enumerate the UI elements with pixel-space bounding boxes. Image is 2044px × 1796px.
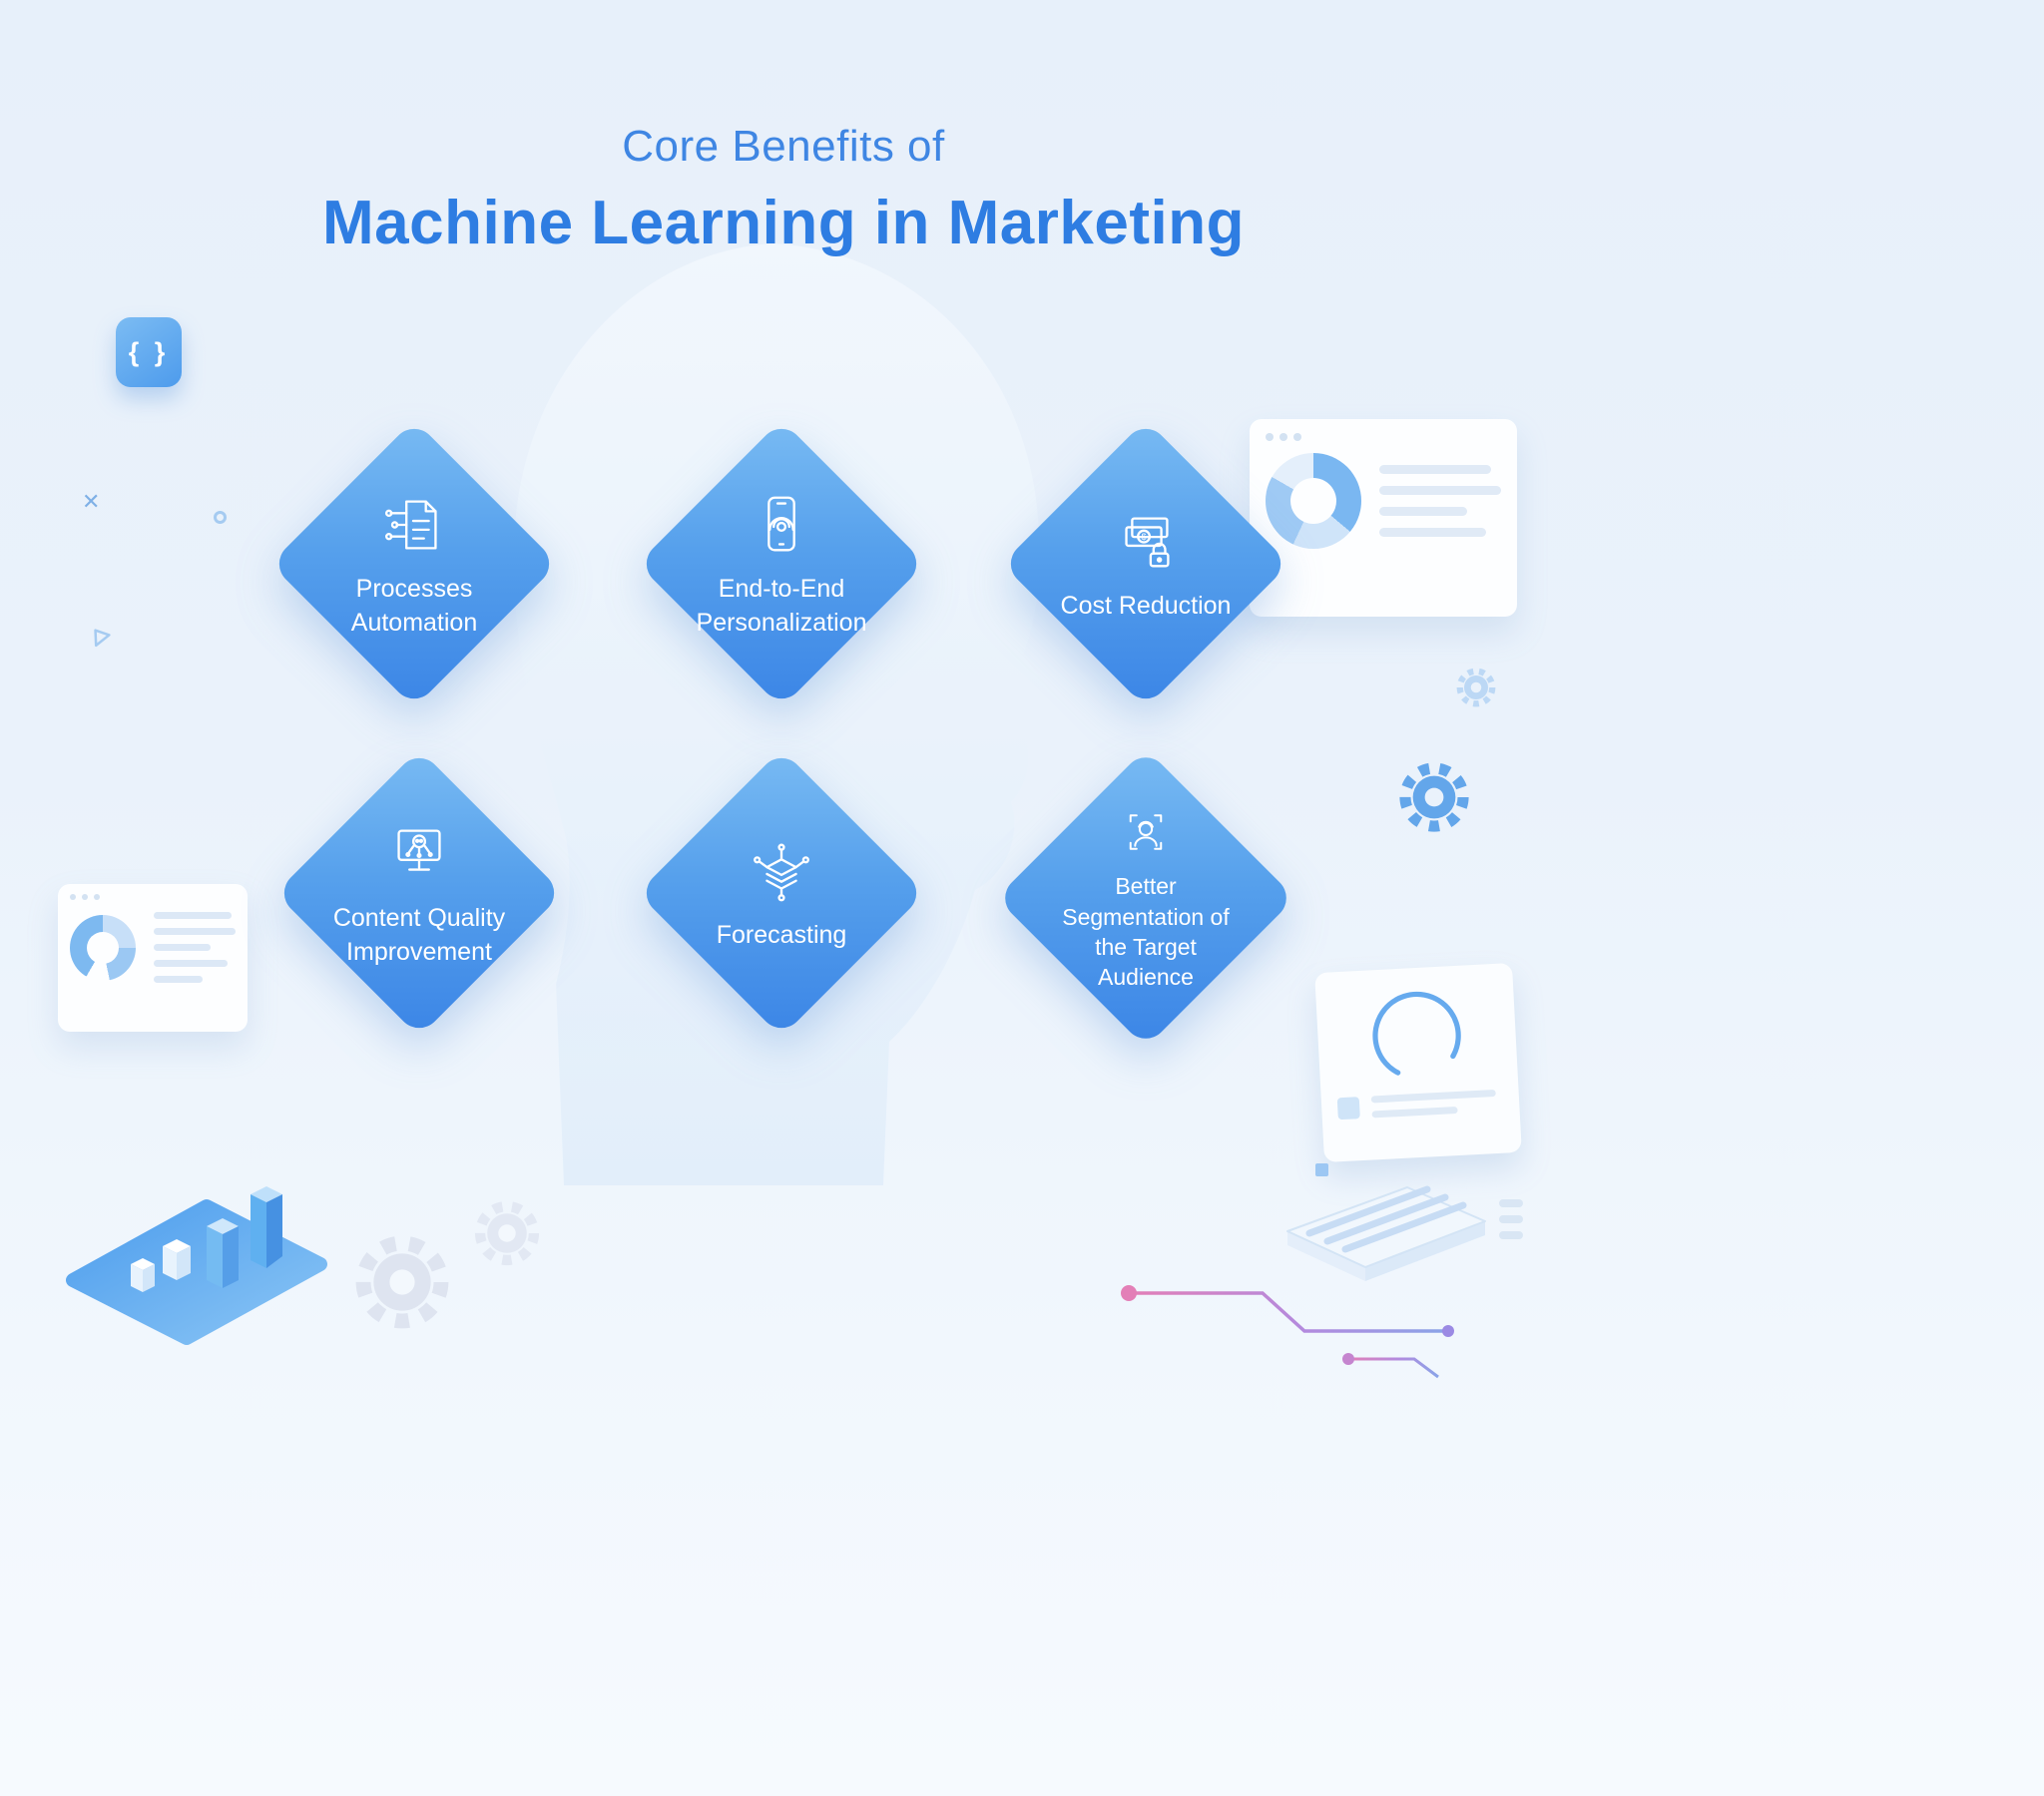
triangle-decoration (94, 629, 111, 648)
title-subline: Core Benefits of (622, 122, 945, 171)
card-label: Content Quality Improvement (332, 903, 506, 967)
monitor-illustration (1314, 962, 1522, 1163)
benefit-card-personalization: End-to-End Personalization (637, 419, 926, 708)
card-label: Processes Automation (350, 574, 478, 638)
gear-icon-small (1456, 668, 1496, 707)
x-mark-decoration: ✕ (82, 489, 101, 514)
monitor-ai-icon (397, 828, 441, 871)
list-bars (1499, 1199, 1523, 1239)
benefit-card-forecasting: Forecasting (637, 748, 926, 1038)
window-controls (1266, 433, 1501, 441)
gear-icon-gray-small (474, 1200, 540, 1266)
window-controls (70, 894, 236, 900)
gear-icon-gray-large (355, 1235, 449, 1329)
benefit-card-content-quality: Content Quality Improvement (274, 748, 564, 1038)
donut-chart-icon (70, 914, 136, 981)
circle-decoration (214, 511, 227, 524)
thumbnail-square (1336, 1097, 1360, 1121)
text-lines (1370, 1089, 1504, 1119)
benefit-card-processes-automation: Processes Automation (269, 419, 559, 708)
text-lines (154, 912, 236, 983)
benefit-card-segmentation: Better Segmentation of the Target Audien… (996, 748, 1295, 1048)
document-automation-icon (384, 499, 437, 550)
card-label: End-to-End Personalization (696, 574, 867, 638)
text-lines (1379, 465, 1501, 537)
money-lock-icon: $ (1125, 517, 1170, 568)
card-label: Forecasting (716, 920, 847, 949)
title-mainline: Machine Learning in Marketing (322, 189, 1245, 257)
page-title: Core Benefits of Machine Learning in Mar… (40, 122, 1527, 258)
analytics-window-left (58, 884, 248, 1032)
gear-icon-large (1399, 762, 1469, 832)
isometric-tablet-chart (66, 1186, 327, 1345)
phone-fingerprint-icon (767, 496, 795, 551)
card-label: Cost Reduction (1060, 591, 1232, 620)
benefit-card-cost-reduction: $ Cost Reduction (1001, 419, 1290, 708)
head-silhouette (513, 243, 1061, 1185)
svg-text:$: $ (1142, 532, 1147, 542)
analytics-window-right (1250, 419, 1517, 617)
keyboard-illustration (1286, 1163, 1523, 1281)
code-brackets-badge: { } (116, 317, 182, 387)
donut-chart-icon (1266, 453, 1361, 549)
card-label: Better Segmentation of the Target Audien… (1062, 873, 1230, 991)
arc-chart-icon (1372, 991, 1461, 1081)
code-brackets-glyph: { } (128, 336, 170, 367)
circuit-lines-decoration (1121, 1285, 1454, 1379)
audience-avatar-icon (1129, 814, 1163, 851)
layers-network-icon (754, 843, 809, 902)
